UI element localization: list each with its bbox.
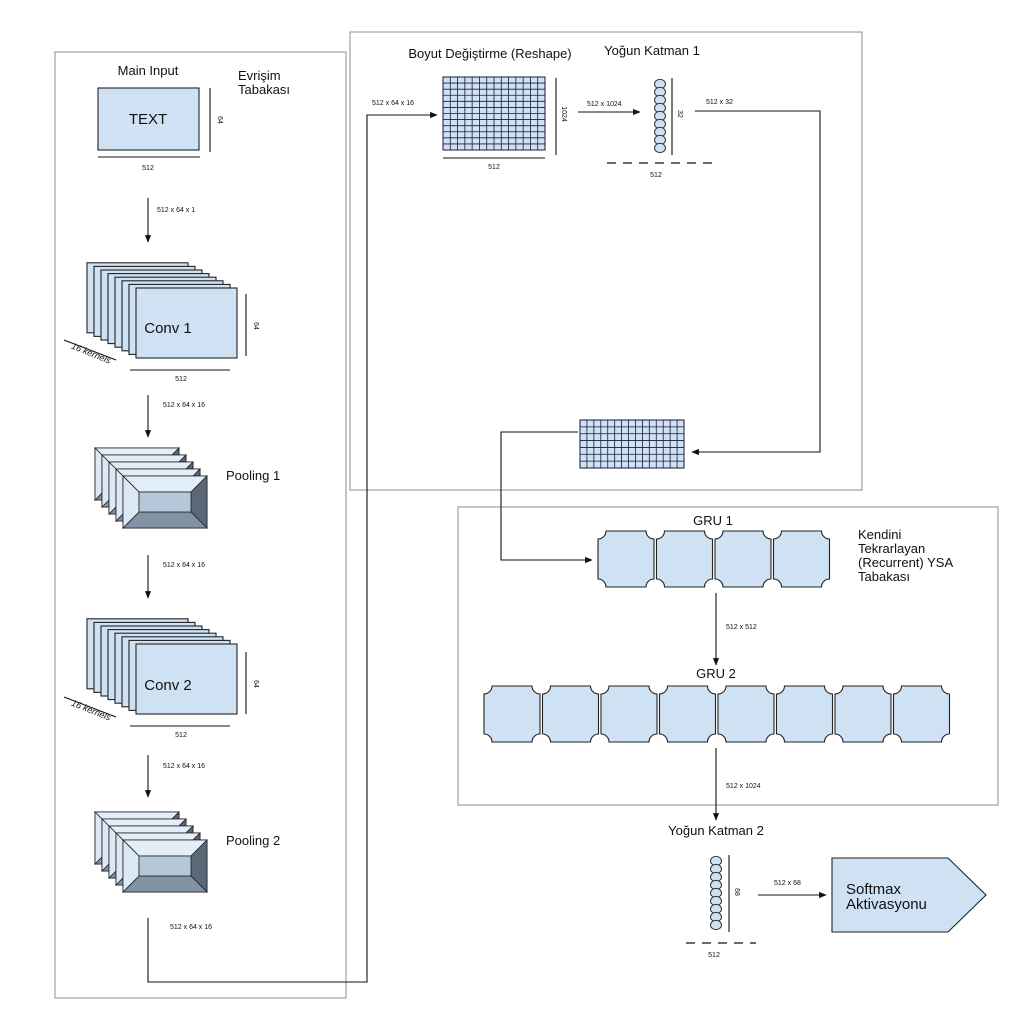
edge-label-gru1-gru2: 512 x 512 — [726, 624, 757, 631]
edge-label-pool2-out: 512 x 64 x 16 — [170, 924, 212, 931]
gru-cell — [600, 685, 658, 743]
conv1-height-label: 64 — [252, 322, 259, 330]
conv2-kernels-line — [63, 696, 117, 718]
gru1-label: GRU 1 — [693, 513, 733, 528]
feature-map — [135, 287, 238, 359]
pooling1-label: Pooling 1 — [226, 468, 280, 483]
gru1-cells — [597, 530, 831, 588]
conv1-kernels-line — [63, 339, 117, 361]
gru-cell — [541, 685, 600, 743]
conv1-stack — [86, 262, 238, 359]
gru-cell — [892, 685, 951, 743]
gru-cell — [714, 530, 772, 588]
dense1-width-label: 512 — [650, 172, 662, 179]
rnn-panel-label-line: Tekrarlayan — [858, 541, 925, 556]
main-input-text: TEXT — [129, 111, 167, 128]
conv-panel-label-line: Evrişim — [238, 68, 281, 83]
edge-label-reshape-dense1: 512 x 1024 — [587, 101, 622, 108]
gru-cell — [655, 530, 714, 588]
conv1-kernels-label: 16 kernels — [70, 341, 113, 366]
conv2-label: Conv 2 — [144, 677, 192, 694]
rnn-panel-label-line: Kendini — [858, 527, 901, 542]
edge-label-conv1-pool1: 512 x 64 x 16 — [163, 402, 205, 409]
softmax-label-line: Aktivasyonu — [846, 896, 927, 913]
reshape-height-label: 1024 — [560, 106, 567, 122]
gru2-cells — [483, 685, 951, 743]
dense1-units-label: 32 — [676, 110, 683, 118]
conv1-width-label: 512 — [175, 376, 187, 383]
edge-label-input-conv1: 512 x 64 x 1 — [157, 207, 195, 214]
neuron — [654, 142, 666, 154]
reshape-width-label: 512 — [488, 164, 500, 171]
feature-map — [135, 643, 238, 715]
dense-panel — [349, 31, 863, 491]
neuron — [710, 919, 722, 931]
gru-cell — [772, 530, 831, 588]
edge-pool2-reshape — [147, 111, 438, 983]
conv-panel-label-line: Tabakası — [238, 82, 290, 97]
edge-reshape2-gru1 — [500, 431, 593, 564]
dense2-title: Yoğun Katman 2 — [668, 823, 764, 838]
conv2-kernels-label: 16 kernels — [70, 698, 113, 723]
conv2-height-label: 64 — [252, 680, 259, 688]
edge-label-into-reshape: 512 x 64 x 16 — [372, 100, 414, 107]
dense2-width-label: 512 — [708, 952, 720, 959]
conv1-label: Conv 1 — [144, 320, 192, 337]
dense1-title: Yoğun Katman 1 — [604, 43, 700, 58]
gru-cell — [658, 685, 717, 743]
dense2-neurons — [710, 855, 722, 931]
conv2-stack — [86, 618, 238, 715]
edge-label-conv2-pool2: 512 x 64 x 16 — [163, 763, 205, 770]
gru-cell — [717, 685, 775, 743]
pooling1-stack — [94, 447, 208, 529]
pooling2-stack — [94, 811, 208, 893]
dense2-units-label: 68 — [733, 888, 740, 896]
softmax-label-line: Softmax — [846, 881, 902, 898]
pooling2-label: Pooling 2 — [226, 833, 280, 848]
gru-cell — [775, 685, 834, 743]
edge-label-gru2-dense2: 512 x 1024 — [726, 783, 761, 790]
gru-cell — [597, 530, 655, 588]
rnn-panel-label-line: Tabakası — [858, 569, 910, 584]
softmax-box — [831, 857, 987, 933]
recurrent-panel — [457, 506, 999, 806]
dense1-neurons — [654, 78, 666, 154]
edge-label-dense2-softmax: 512 x 68 — [774, 880, 801, 887]
pool-map — [122, 475, 208, 529]
convolution-panel — [54, 51, 347, 999]
pool-map — [122, 839, 208, 893]
gru-cell — [483, 685, 541, 743]
conv2-width-label: 512 — [175, 732, 187, 739]
edge-label-pool1-conv2: 512 x 64 x 16 — [163, 562, 205, 569]
rnn-panel-label-line: (Recurrent) YSA — [858, 555, 953, 570]
gru-cell — [834, 685, 892, 743]
gru2-label: GRU 2 — [696, 666, 736, 681]
main-input-title: Main Input — [118, 63, 179, 78]
reshape-grid — [442, 76, 546, 151]
input-height-label: 64 — [216, 116, 223, 124]
edge-label-dense1-out: 512 x 32 — [706, 99, 733, 106]
input-width-label: 512 — [142, 165, 154, 172]
main-input-box — [97, 87, 200, 151]
reshape2-grid — [579, 419, 685, 469]
edge-dense1-reshape2 — [691, 110, 821, 456]
reshape-title: Boyut Değiştirme (Reshape) — [408, 46, 571, 61]
